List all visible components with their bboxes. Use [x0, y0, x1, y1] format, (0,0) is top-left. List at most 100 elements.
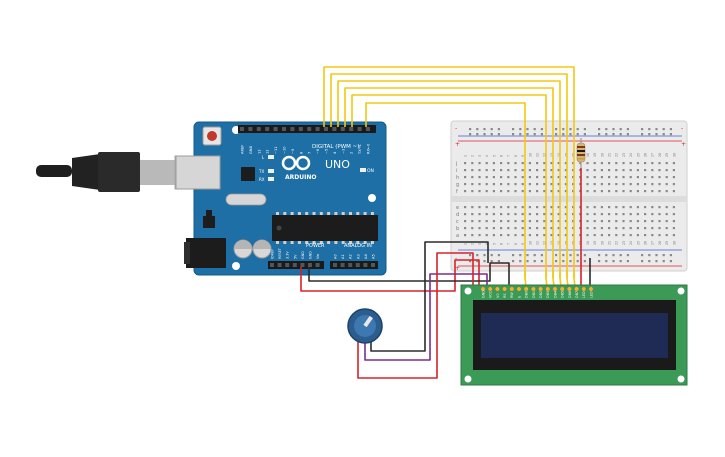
breadboard-hole[interactable]	[658, 162, 661, 165]
yellow-wire[interactable]	[323, 66, 575, 278]
breadboard-hole[interactable]	[514, 183, 517, 186]
rail-hole[interactable]	[576, 128, 579, 131]
analog-pin[interactable]	[340, 263, 345, 267]
breadboard-hole[interactable]	[608, 169, 611, 172]
breadboard-hole[interactable]	[550, 213, 553, 216]
lcd-pin[interactable]	[509, 286, 515, 292]
breadboard-hole[interactable]	[485, 162, 488, 165]
power-pin[interactable]	[292, 263, 297, 267]
rail-hole[interactable]	[583, 128, 586, 131]
breadboard-hole[interactable]	[478, 190, 481, 193]
rail-hole[interactable]	[562, 254, 565, 257]
rail-hole[interactable]	[483, 254, 486, 257]
breadboard-hole[interactable]	[492, 176, 495, 179]
breadboard-hole[interactable]	[500, 162, 503, 165]
red-5v-wire[interactable]	[300, 259, 480, 292]
breadboard-hole[interactable]	[636, 183, 639, 186]
breadboard-hole[interactable]	[492, 213, 495, 216]
breadboard-hole[interactable]	[644, 220, 647, 223]
breadboard-hole[interactable]	[550, 227, 553, 230]
breadboard-hole[interactable]	[528, 183, 531, 186]
breadboard-hole[interactable]	[464, 206, 467, 209]
breadboard-hole[interactable]	[543, 234, 546, 237]
breadboard-hole[interactable]	[536, 227, 539, 230]
breadboard-hole[interactable]	[557, 234, 560, 237]
breadboard-hole[interactable]	[629, 162, 632, 165]
rail-hole[interactable]	[612, 254, 615, 257]
breadboard-hole[interactable]	[478, 183, 481, 186]
breadboard-hole[interactable]	[608, 213, 611, 216]
breadboard-hole[interactable]	[672, 227, 675, 230]
breadboard-hole[interactable]	[636, 227, 639, 230]
black-gnd-wire[interactable]	[308, 262, 510, 287]
rail-hole[interactable]	[562, 260, 565, 263]
breadboard-hole[interactable]	[600, 227, 603, 230]
breadboard-hole[interactable]	[593, 220, 596, 223]
rail-hole[interactable]	[519, 128, 522, 131]
breadboard-hole[interactable]	[500, 227, 503, 230]
breadboard-hole[interactable]	[608, 206, 611, 209]
breadboard-hole[interactable]	[557, 183, 560, 186]
breadboard-hole[interactable]	[629, 227, 632, 230]
pot-wiper-wire[interactable]	[364, 273, 488, 361]
breadboard-hole[interactable]	[629, 213, 632, 216]
breadboard-hole[interactable]	[651, 176, 654, 179]
breadboard-hole[interactable]	[644, 227, 647, 230]
breadboard-hole[interactable]	[636, 234, 639, 237]
rail-hole[interactable]	[476, 254, 479, 257]
breadboard-hole[interactable]	[564, 169, 567, 172]
breadboard-hole[interactable]	[672, 220, 675, 223]
breadboard-hole[interactable]	[485, 213, 488, 216]
rail-hole[interactable]	[641, 128, 644, 131]
breadboard-hole[interactable]	[622, 206, 625, 209]
yellow-wire-drop[interactable]	[552, 270, 555, 288]
breadboard-hole[interactable]	[507, 162, 510, 165]
rail-hole[interactable]	[669, 133, 672, 136]
breadboard-hole[interactable]	[672, 169, 675, 172]
breadboard-hole[interactable]	[528, 190, 531, 193]
breadboard-hole[interactable]	[579, 162, 582, 165]
breadboard-hole[interactable]	[507, 227, 510, 230]
breadboard-hole[interactable]	[557, 169, 560, 172]
breadboard-hole[interactable]	[500, 213, 503, 216]
breadboard-hole[interactable]	[665, 162, 668, 165]
breadboard-hole[interactable]	[622, 227, 625, 230]
breadboard-hole[interactable]	[651, 169, 654, 172]
breadboard-hole[interactable]	[644, 206, 647, 209]
breadboard-hole[interactable]	[672, 176, 675, 179]
breadboard-hole[interactable]	[593, 183, 596, 186]
breadboard-hole[interactable]	[500, 206, 503, 209]
rail-hole[interactable]	[497, 128, 500, 131]
breadboard-hole[interactable]	[543, 227, 546, 230]
rail-hole[interactable]	[569, 254, 572, 257]
lcd-pin[interactable]	[581, 286, 587, 292]
breadboard-hole[interactable]	[521, 169, 524, 172]
breadboard-hole[interactable]	[557, 190, 560, 193]
breadboard-hole[interactable]	[658, 176, 661, 179]
breadboard-hole[interactable]	[665, 234, 668, 237]
breadboard-hole[interactable]	[600, 234, 603, 237]
breadboard-hole[interactable]	[665, 220, 668, 223]
rail-hole[interactable]	[648, 260, 651, 263]
breadboard-hole[interactable]	[658, 213, 661, 216]
rail-hole[interactable]	[569, 133, 572, 136]
breadboard-hole[interactable]	[471, 183, 474, 186]
rail-hole[interactable]	[626, 254, 629, 257]
rail-hole[interactable]	[533, 260, 536, 263]
breadboard-hole[interactable]	[557, 162, 560, 165]
breadboard-hole[interactable]	[550, 169, 553, 172]
breadboard-hole[interactable]	[507, 183, 510, 186]
breadboard-hole[interactable]	[464, 227, 467, 230]
rail-hole[interactable]	[490, 260, 493, 263]
rail-hole[interactable]	[469, 133, 472, 136]
rail-hole[interactable]	[605, 260, 608, 263]
breadboard-hole[interactable]	[471, 169, 474, 172]
rail-hole[interactable]	[512, 133, 515, 136]
breadboard-hole[interactable]	[543, 176, 546, 179]
breadboard-hole[interactable]	[485, 169, 488, 172]
breadboard-hole[interactable]	[651, 206, 654, 209]
breadboard-hole[interactable]	[644, 213, 647, 216]
breadboard-hole[interactable]	[651, 227, 654, 230]
breadboard-hole[interactable]	[521, 234, 524, 237]
